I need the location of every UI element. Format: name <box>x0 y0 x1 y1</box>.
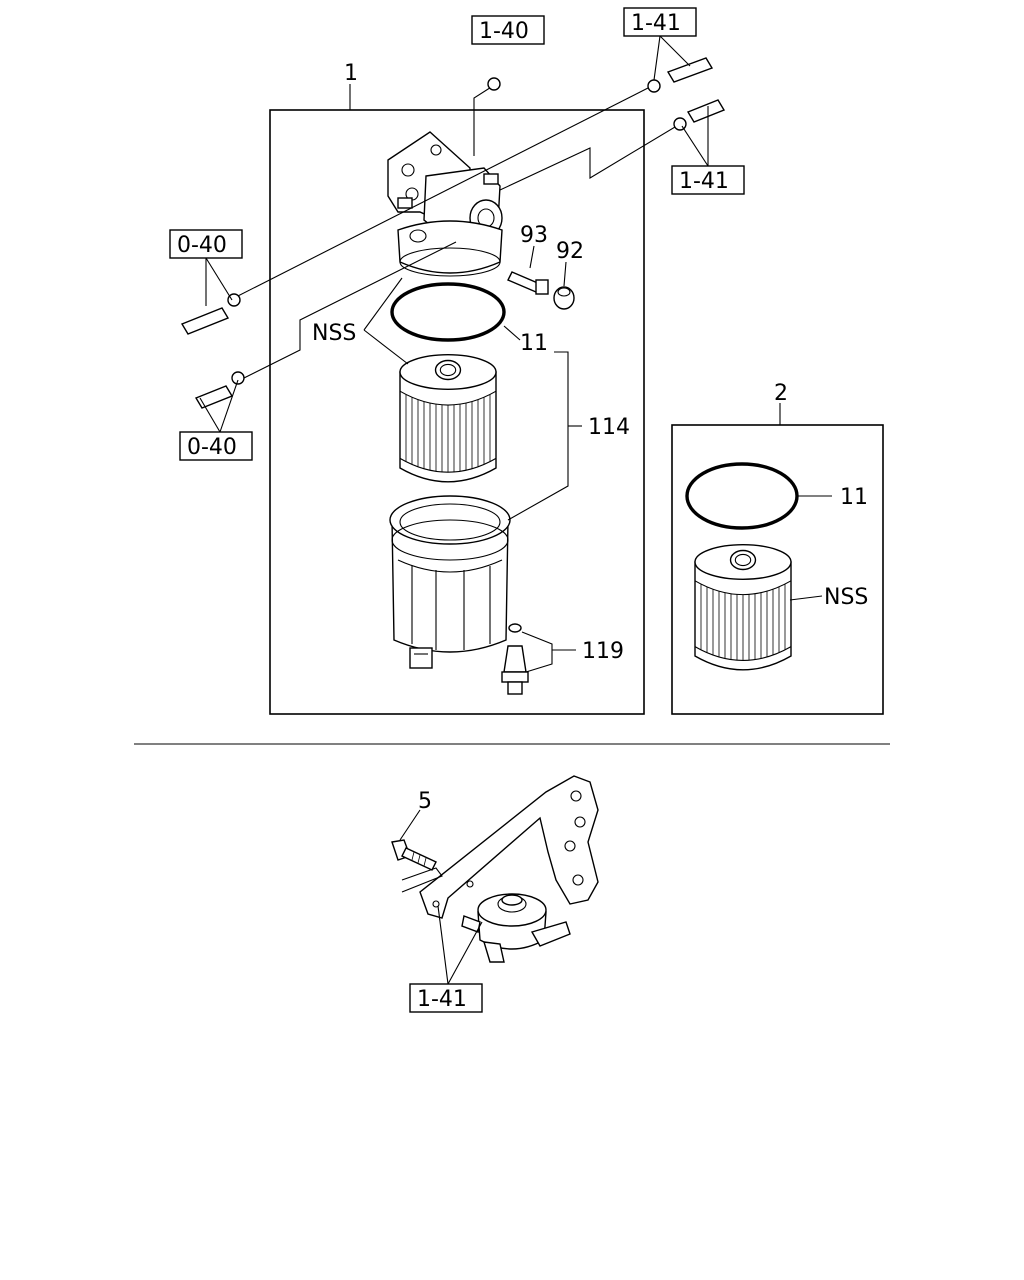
o-ring-11-main <box>390 282 506 342</box>
callout-part-5: 5 <box>418 789 432 814</box>
bracket-illustration <box>419 775 599 919</box>
callout-part-11-kit: 11 <box>840 485 868 510</box>
callout-leaders <box>199 35 832 673</box>
callout-part-92: 92 <box>556 239 584 264</box>
callout-part-93: 93 <box>520 223 548 248</box>
ref-box-1-41-bottom <box>409 983 483 1013</box>
ref-box-1-41-right <box>671 165 745 195</box>
assembly-1-frame <box>269 109 645 715</box>
callout-part-11-main: 11 <box>520 331 548 356</box>
ref-label-1-41-bottom: 1-41 <box>417 987 467 1012</box>
filter-head-illustration <box>387 131 503 277</box>
sensor-119-illustration <box>501 623 529 695</box>
ref-box-1-41-top <box>623 7 697 37</box>
ref-label-0-40-left-bottom: 0-40 <box>187 435 237 460</box>
ref-label-1-41-top: 1-41 <box>631 11 681 36</box>
callout-nss-main: NSS <box>312 321 356 346</box>
callout-part-114: 114 <box>588 415 630 440</box>
callout-assembly-2: 2 <box>774 381 788 406</box>
ref-label-1-41-right: 1-41 <box>679 169 729 194</box>
bottom-leader-lines <box>399 809 483 985</box>
callout-nss-kit: NSS <box>824 585 868 610</box>
ref-box-0-40-left-top <box>169 229 243 259</box>
fuel-regulator-illustration <box>461 893 571 963</box>
ref-label-1-40: 1-40 <box>479 19 529 44</box>
bolt-5-illustration <box>391 839 437 871</box>
assembly-2-frame <box>671 424 884 715</box>
callout-part-119: 119 <box>582 639 624 664</box>
callout-assembly-1: 1 <box>344 61 358 86</box>
filter-element-main <box>399 354 497 483</box>
cap-92-illustration <box>553 286 575 310</box>
ref-label-0-40-left-top: 0-40 <box>177 233 227 258</box>
ref-box-1-40 <box>471 15 545 45</box>
o-ring-11-kit <box>685 462 799 530</box>
filter-bowl-114 <box>389 495 511 669</box>
ref-box-0-40-left-bottom <box>179 431 253 461</box>
filter-element-kit <box>694 544 792 671</box>
hose-routing-lines <box>229 83 681 379</box>
hose-sections <box>180 57 726 409</box>
plug-93-illustration <box>507 271 549 295</box>
